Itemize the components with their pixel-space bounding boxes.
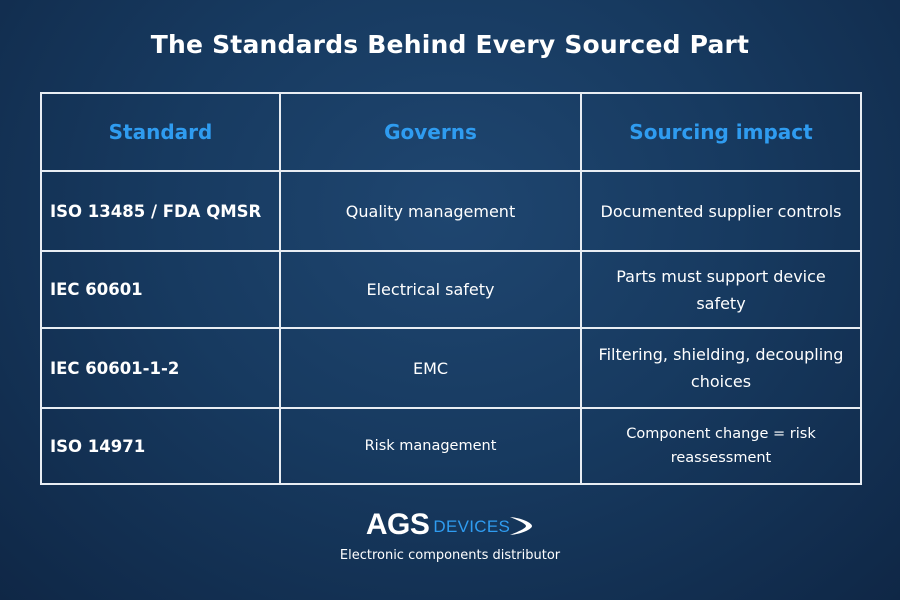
cell-standard: IEC 60601	[41, 251, 280, 328]
column-header-standard: Standard	[41, 93, 280, 171]
table-header-row: Standard Governs Sourcing impact	[41, 93, 861, 171]
cell-standard: ISO 13485 / FDA QMSR	[41, 171, 280, 251]
column-header-impact: Sourcing impact	[581, 93, 861, 171]
cell-impact: Component change = risk reassessment	[581, 408, 861, 484]
logo-secondary-text: DEVICES	[433, 517, 510, 537]
cell-impact: Filtering, shielding, decoupling choices	[581, 328, 861, 408]
cell-impact: Parts must support device safety	[581, 251, 861, 328]
cell-standard: IEC 60601-1-2	[41, 328, 280, 408]
tagline: Electronic components distributor	[0, 548, 900, 563]
table-row: ISO 13485 / FDA QMSR Quality management …	[41, 171, 861, 251]
cell-impact: Documented supplier controls	[581, 171, 861, 251]
page-title: The Standards Behind Every Sourced Part	[0, 30, 900, 59]
cell-governs: Quality management	[280, 171, 581, 251]
table-row: IEC 60601 Electrical safety Parts must s…	[41, 251, 861, 328]
cell-governs: Electrical safety	[280, 251, 581, 328]
cell-standard: ISO 14971	[41, 408, 280, 484]
table-row: ISO 14971 Risk management Component chan…	[41, 408, 861, 484]
cell-governs: EMC	[280, 328, 581, 408]
table-row: IEC 60601-1-2 EMC Filtering, shielding, …	[41, 328, 861, 408]
cell-governs: Risk management	[280, 408, 581, 484]
swoosh-icon	[508, 514, 534, 538]
column-header-governs: Governs	[280, 93, 581, 171]
logo-primary-text: AGS	[366, 508, 430, 542]
standards-table: Standard Governs Sourcing impact ISO 134…	[40, 92, 862, 485]
ags-devices-logo: AGS DEVICES	[0, 508, 900, 542]
